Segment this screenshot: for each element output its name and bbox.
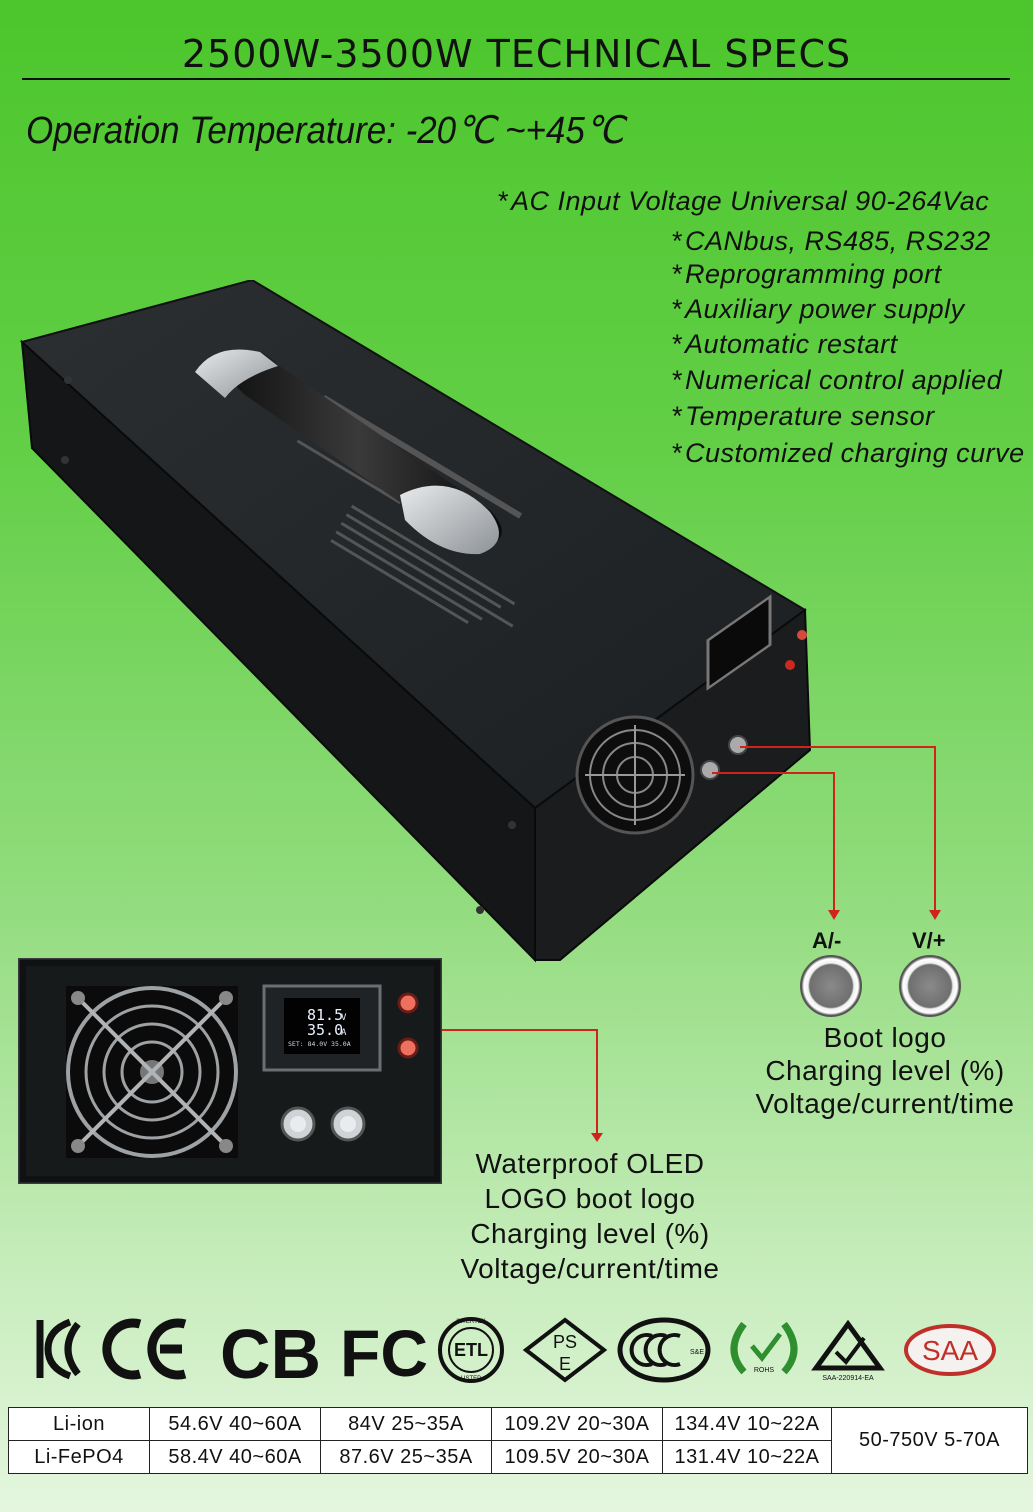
ccc-logo-icon: S&E <box>617 1317 711 1383</box>
terminal-v-label: V/+ <box>912 928 946 953</box>
fan-icon <box>575 715 695 835</box>
bullet-asterisk: * <box>672 365 684 395</box>
arrow-down-icon <box>828 910 840 920</box>
charger-product-image <box>20 280 812 963</box>
front-panel-image: 81.5 V 35.0 A SET: 84.0V 35.0A <box>16 956 444 1186</box>
terminal-v-icon <box>899 955 961 1017</box>
oled-caption: Waterproof OLED <box>475 1148 705 1179</box>
oled-caption: Voltage/current/time <box>460 1253 720 1284</box>
bullet-asterisk: * <box>672 438 684 468</box>
bullet-asterisk: * <box>672 226 684 256</box>
arrow-down-icon <box>591 1133 603 1142</box>
kc-logo-icon <box>36 1318 81 1380</box>
feature-item: *Reprogramming port <box>672 259 942 289</box>
bullet-asterisk: * <box>672 259 684 289</box>
svg-text:PS: PS <box>553 1332 577 1352</box>
oled-current: 35.0 <box>307 1021 343 1039</box>
terminal-a-label: A/- <box>812 928 842 953</box>
range-cell: 50-750V 5-70A <box>831 1407 1028 1474</box>
oled-voltage: 81.5 <box>307 1006 343 1024</box>
spec-cell: 84V 25~35A <box>320 1407 492 1441</box>
svg-text:INTERTEK: INTERTEK <box>456 1319 486 1325</box>
table-row: Li-ion 54.6V 40~60A 84V 25~35A 109.2V 20… <box>8 1407 1028 1474</box>
certification-logos: CB FC INTERTEK ETL LISTED PS E S&E ROHS … <box>36 1315 996 1388</box>
bullet-asterisk: * <box>672 329 684 359</box>
oled-unit-a: A <box>341 1028 347 1038</box>
spec-cell: 131.4V 10~22A <box>662 1440 832 1474</box>
feature-item: *Auxiliary power supply <box>672 294 965 324</box>
feature-item: *AC Input Voltage Universal 90-264Vac <box>498 186 990 216</box>
spec-cell: 109.2V 20~30A <box>491 1407 663 1441</box>
svg-text:LISTED: LISTED <box>460 1376 482 1382</box>
terminal-caption: Charging level (%) <box>765 1055 1005 1086</box>
feature-item: *CANbus, RS485, RS232 <box>672 226 991 256</box>
operation-temperature: Operation Temperature: -20℃ ~+45℃ <box>26 110 625 152</box>
feature-item: *Numerical control applied <box>672 365 1003 395</box>
arrow-down-icon <box>929 910 941 920</box>
title-underline <box>22 78 1010 80</box>
terminal-caption: Boot logo <box>823 1022 947 1053</box>
page-title: 2500W-3500W TECHNICAL SPECS <box>181 32 852 76</box>
svg-text:E: E <box>559 1354 571 1374</box>
svg-text:ETL: ETL <box>454 1340 488 1360</box>
oled-caption: Charging level (%) <box>470 1218 710 1249</box>
bullet-asterisk: * <box>672 294 684 324</box>
svg-text:SAA: SAA <box>922 1335 978 1366</box>
oled-caption: LOGO boot logo <box>484 1183 696 1214</box>
terminal-caption: Voltage/current/time <box>755 1088 1015 1119</box>
feature-item: *Customized charging curve <box>672 438 1025 468</box>
svg-text:ROHS: ROHS <box>754 1367 775 1374</box>
spec-cell: 109.5V 20~30A <box>491 1440 663 1474</box>
etl-logo-icon: INTERTEK ETL LISTED <box>438 1317 504 1383</box>
rohs-logo-icon: ROHS <box>730 1321 798 1375</box>
cb-logo-icon: CB <box>220 1315 321 1388</box>
chemistry-cell: Li-ion <box>8 1407 150 1441</box>
saa-logo-icon: SAA <box>904 1324 996 1376</box>
bullet-asterisk: * <box>672 401 684 431</box>
oled-setpoint: SET: 84.0V 35.0A <box>288 1040 351 1048</box>
pse-logo-icon: PS E <box>522 1317 608 1383</box>
bullet-asterisk: * <box>498 186 510 216</box>
table-row: Li-FePO4 58.4V 40~60A 87.6V 25~35A 109.5… <box>8 1440 1028 1474</box>
chemistry-cell: Li-FePO4 <box>8 1440 150 1474</box>
spec-table: Li-ion 54.6V 40~60A 84V 25~35A 109.2V 20… <box>8 1407 1028 1474</box>
terminal-a-icon <box>800 955 862 1017</box>
spec-cell: 54.6V 40~60A <box>149 1407 321 1441</box>
feature-item: *Automatic restart <box>672 329 898 359</box>
svg-text:S&E: S&E <box>690 1349 704 1356</box>
spec-cell: 134.4V 10~22A <box>662 1407 832 1441</box>
oled-unit-v: V <box>341 1013 347 1023</box>
feature-item: *Temperature sensor <box>672 401 935 431</box>
spec-cell: 87.6V 25~35A <box>320 1440 492 1474</box>
rcm-logo-icon: SAA-220914-EA <box>811 1319 885 1382</box>
ce-logo-icon <box>102 1318 187 1380</box>
svg-text:SAA-220914-EA: SAA-220914-EA <box>822 1375 874 1382</box>
fc-logo-icon: FC <box>340 1316 428 1388</box>
spec-cell: 58.4V 40~60A <box>149 1440 321 1474</box>
fan-icon <box>66 986 238 1158</box>
